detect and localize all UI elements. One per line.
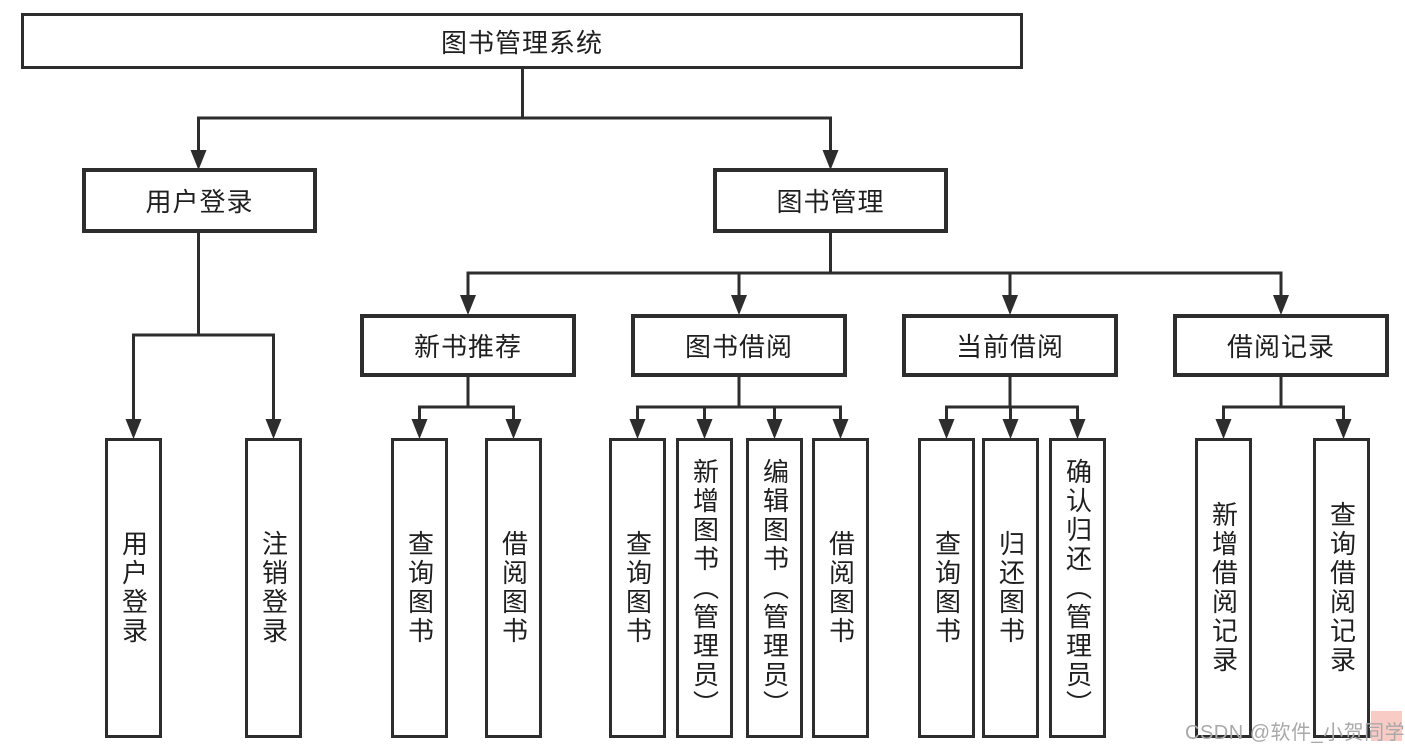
leaf-query-books-borrow: 查询图书 — [609, 438, 666, 738]
leaf-label: 新增借阅记录 — [1208, 501, 1239, 675]
node-current-borrow: 当前借阅 — [902, 314, 1118, 377]
connector-user-login-children — [125, 233, 282, 439]
node-new-book-recommend: 新书推荐 — [360, 314, 576, 377]
leaf-label: 查询图书 — [404, 530, 435, 646]
leaf-label: 查询借阅记录 — [1326, 501, 1357, 675]
connector-book-management-children — [460, 233, 1289, 315]
leaf-edit-books-admin: 编辑图书（管理员） — [746, 438, 803, 738]
leaf-borrow-books-recommend: 借阅图书 — [485, 438, 542, 738]
leaf-add-books-admin: 新增图书（管理员） — [676, 438, 733, 738]
watermark-text: CSDN @软件_小贺同学 — [1185, 722, 1405, 744]
leaf-query-books-current: 查询图书 — [918, 438, 975, 738]
connector-root-to-level2 — [190, 69, 839, 170]
leaf-label: 注销登录 — [258, 530, 289, 646]
leaf-query-borrow-record: 查询借阅记录 — [1313, 438, 1370, 738]
leaf-label: 确认归还（管理员） — [1062, 457, 1093, 719]
leaf-label: 用户登录 — [118, 530, 149, 646]
node-borrow-records: 借阅记录 — [1173, 314, 1389, 377]
leaf-label: 新增图书（管理员） — [689, 457, 720, 719]
leaf-label: 编辑图书（管理员） — [759, 457, 790, 719]
leaf-label: 归还图书 — [995, 530, 1026, 646]
connector-borrow-records-children — [1215, 376, 1352, 439]
node-book-management: 图书管理 — [713, 168, 948, 233]
connector-new-book-children — [411, 376, 522, 439]
leaf-user-login: 用户登录 — [105, 438, 162, 738]
leaf-confirm-return-admin: 确认归还（管理员） — [1049, 438, 1106, 738]
watermark-logo-tint — [1371, 711, 1402, 741]
leaf-label: 查询图书 — [622, 530, 653, 646]
node-book-borrow: 图书借阅 — [631, 314, 847, 377]
leaf-return-books: 归还图书 — [982, 438, 1039, 738]
leaf-query-books-recommend: 查询图书 — [391, 438, 448, 738]
connector-current-borrow-children — [938, 376, 1086, 439]
leaf-label: 借阅图书 — [498, 530, 529, 646]
leaf-label: 借阅图书 — [825, 530, 856, 646]
node-library-management-system: 图书管理系统 — [21, 13, 1023, 69]
connector-book-borrow-children — [629, 376, 849, 439]
leaf-label: 查询图书 — [931, 530, 962, 646]
node-user-login: 用户登录 — [82, 168, 317, 233]
leaf-add-borrow-record: 新增借阅记录 — [1195, 438, 1252, 738]
leaf-logout: 注销登录 — [245, 438, 302, 738]
leaf-borrow-books: 借阅图书 — [812, 438, 869, 738]
